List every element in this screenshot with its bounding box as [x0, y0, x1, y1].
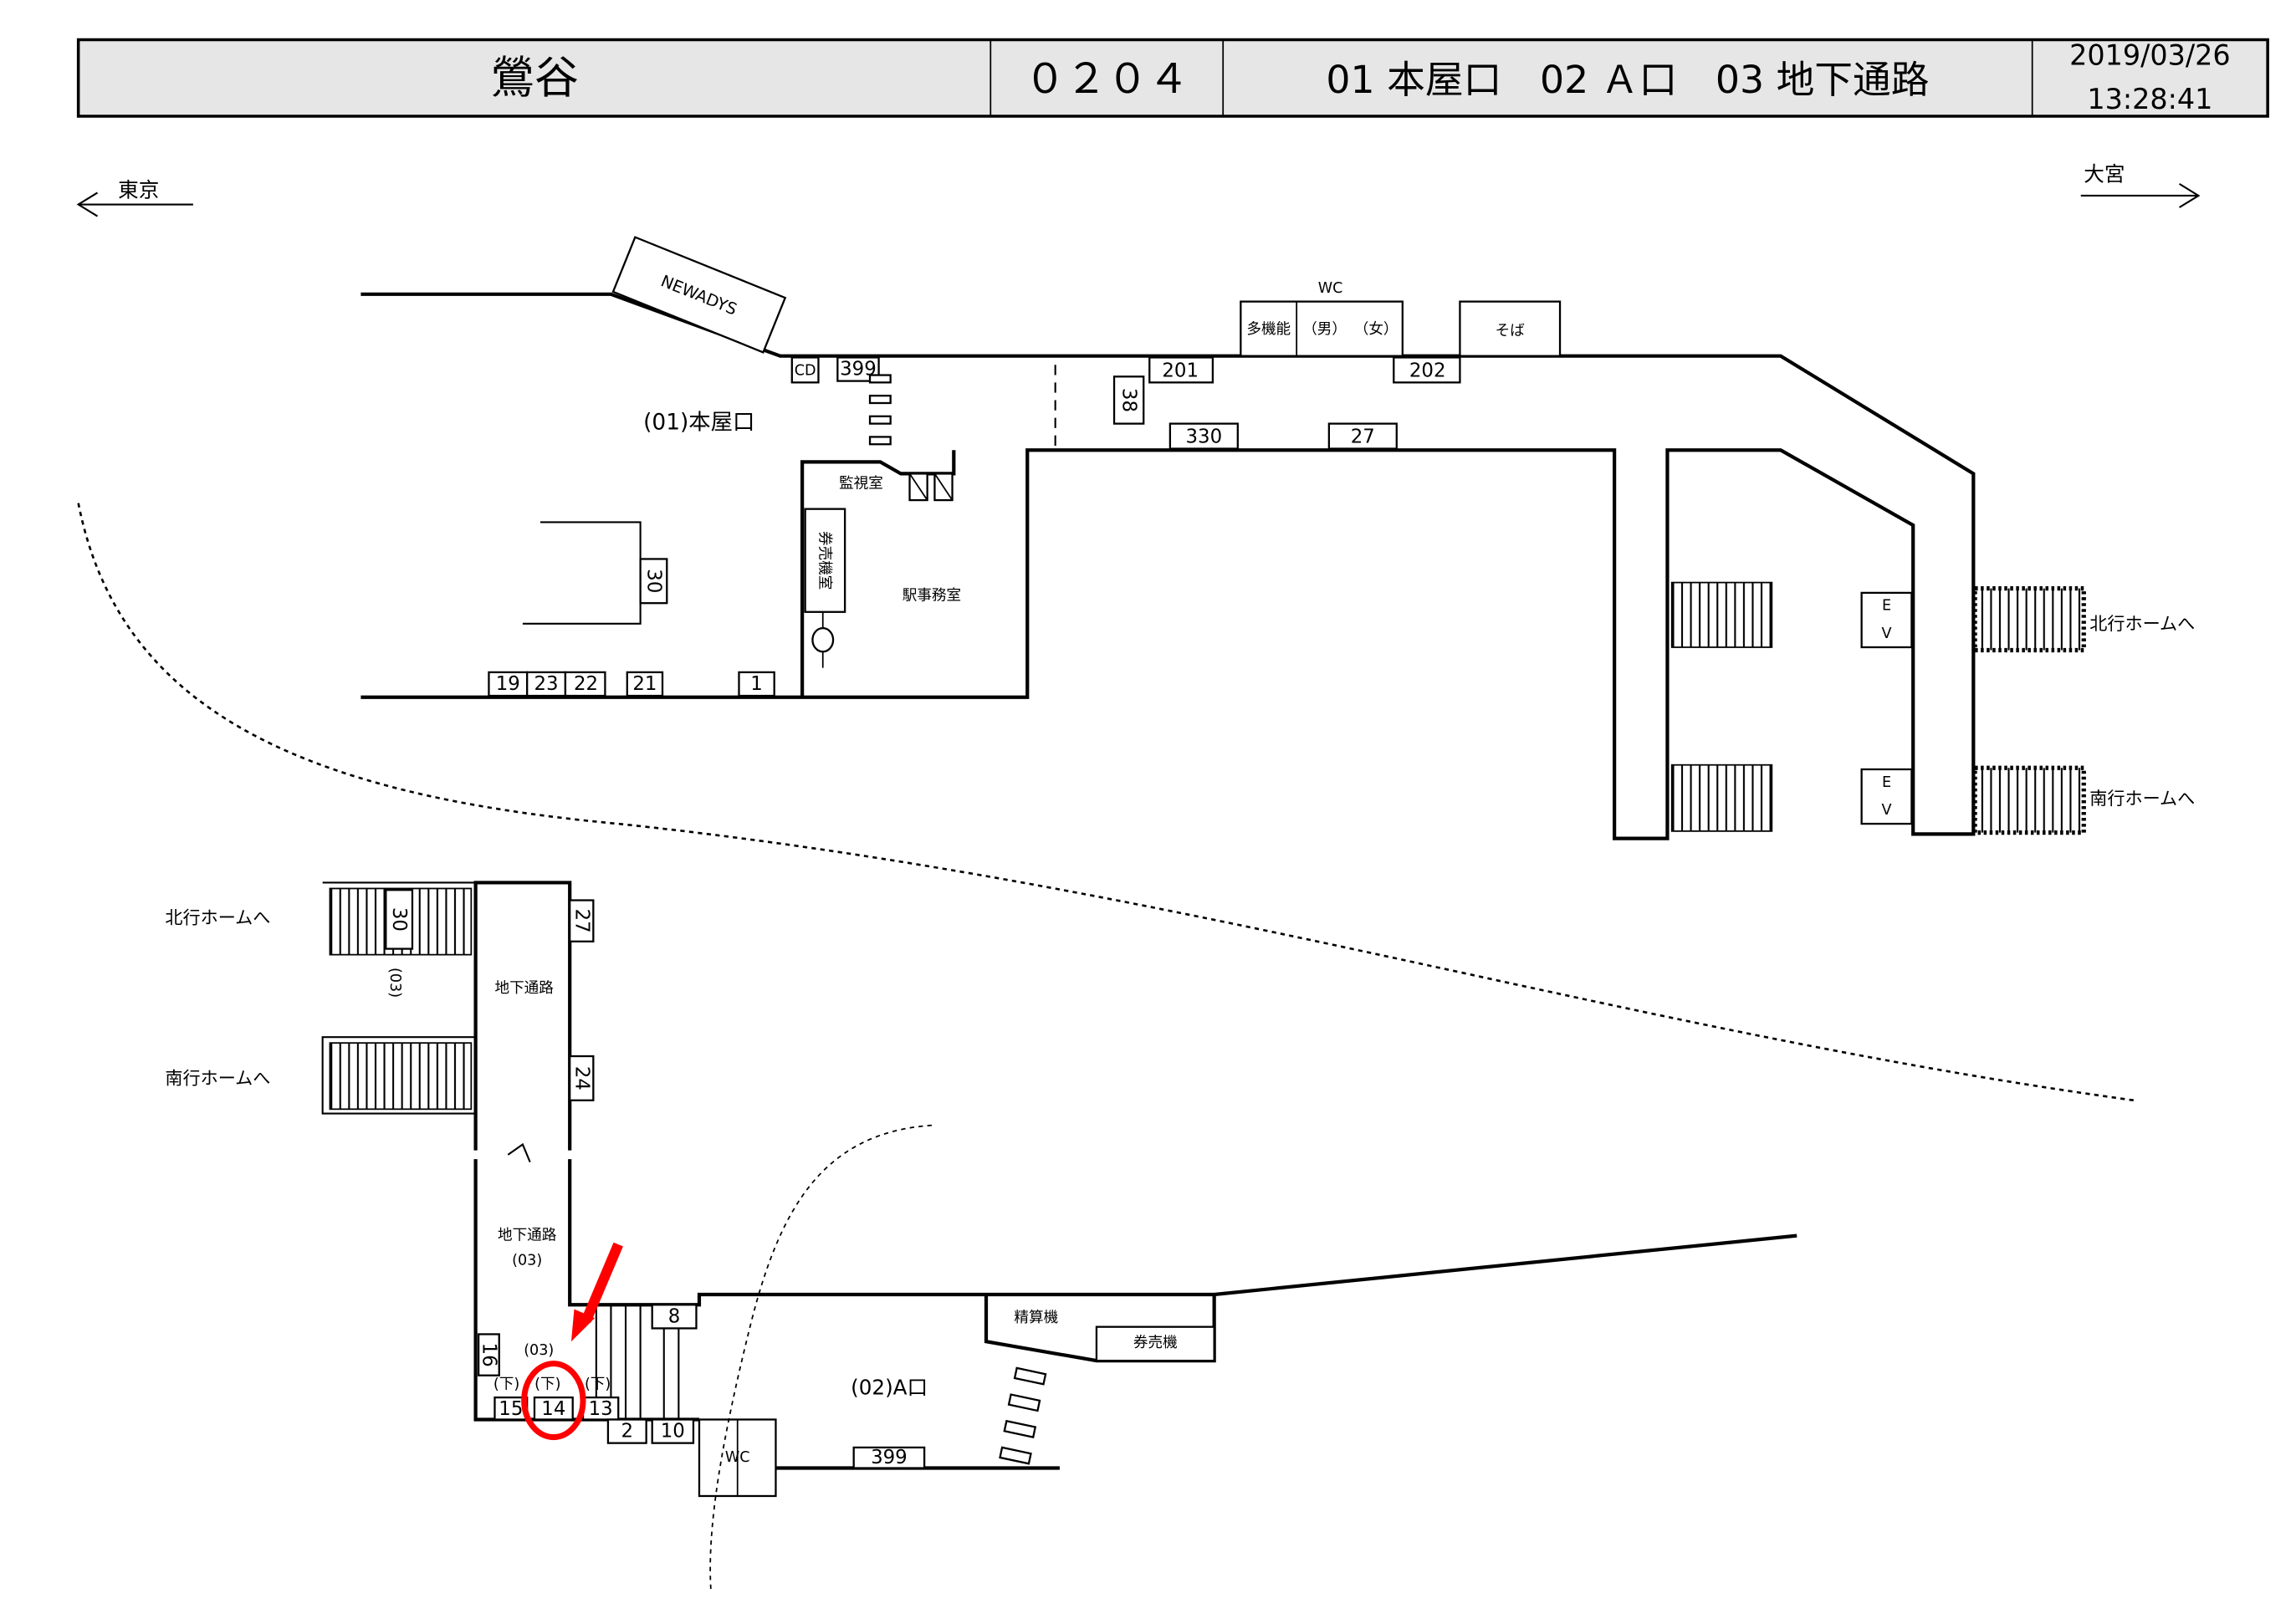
wc-label-lower: WC [725, 1449, 750, 1466]
map-label: 北行ホームへ [2089, 613, 2195, 634]
map-label: V [1882, 626, 1892, 642]
map-label: 38 [1118, 388, 1140, 412]
map-label: 多機能 [1246, 321, 1291, 338]
map-label: 15 [499, 1398, 523, 1420]
map-label: (下) [585, 1376, 611, 1392]
stairs [1972, 765, 2086, 835]
map-label: （女） [1354, 321, 1399, 338]
fare-adjust-machine: 精算機 [1014, 1310, 1058, 1326]
exit-02-label: (02)A口 [851, 1376, 928, 1400]
lower-area: 30 (03) 27 24 地下通路 北行ホームへ 南行ホームへ 地下通路 (0… [165, 881, 1797, 1592]
exit-01-label: (01)本屋口 [643, 411, 754, 436]
map-label: (下) [493, 1376, 519, 1392]
map-label: 24 [570, 1066, 592, 1090]
exit-list: 01 本屋口 02 Ａ口 03 地下通路 [1326, 58, 1929, 102]
wc-label: WC [1318, 280, 1343, 297]
map-label: E [1882, 774, 1891, 791]
station-office-label: 駅事務室 [903, 587, 961, 604]
stairs [1670, 581, 1773, 648]
direction-omiya-label: 大宮 [2084, 161, 2125, 186]
map-label: 22 [574, 673, 598, 695]
railway-curve [77, 503, 2135, 1102]
map-label: 19 [496, 673, 520, 695]
map-label: (03) [524, 1342, 554, 1359]
map-label: 21 [632, 673, 657, 695]
soba-shop: そば [1496, 323, 1526, 340]
stairs [1670, 763, 1773, 832]
map-label: 23 [534, 673, 558, 695]
map-label: (03) [386, 968, 403, 998]
map-label: 地下通路 [498, 1228, 557, 1244]
gate-markers [868, 374, 892, 446]
map-label: (03) [512, 1253, 542, 1269]
map-label: 14 [541, 1398, 565, 1420]
map-label: 30 [642, 569, 664, 593]
map-label: 2 [621, 1421, 634, 1443]
map-label: 地下通路 [495, 980, 555, 997]
map-label: (下) [534, 1376, 560, 1392]
map-label: 202 [1409, 360, 1446, 381]
map-label: 券売機室 [816, 531, 833, 590]
station-code: ０２０４ [1025, 54, 1189, 103]
ticket-machine: 券売機 [1133, 1335, 1178, 1351]
station-name: 鶯谷 [490, 53, 579, 104]
map-label: 南行ホームへ [2089, 788, 2195, 809]
newadys-shop: NEWADYS [611, 236, 787, 354]
map-label: E [1882, 598, 1891, 615]
map-label: 399 [871, 1447, 908, 1468]
direction-tokyo-label: 東京 [118, 178, 159, 202]
map-label: 1 [750, 673, 763, 695]
highlight-circle [521, 1361, 586, 1441]
map-label: 16 [478, 1343, 499, 1367]
map-label: 27 [1351, 426, 1375, 447]
stairs [329, 1042, 473, 1111]
stairs [1972, 585, 2086, 653]
direction-tokyo: 東京 [76, 178, 193, 217]
map-label: 30 [388, 907, 410, 932]
upper-concourse: NEWADYS CD 399 (01)本屋口 201 38 330 27 WC … [361, 236, 2195, 840]
time: 13:28:41 [2087, 83, 2212, 115]
map-label: 南行ホームへ [165, 1067, 270, 1088]
map-label: CD [795, 362, 816, 379]
highlight-arrow [570, 1242, 623, 1342]
map-label: 330 [1186, 426, 1223, 447]
map-label: 監視室 [839, 476, 883, 493]
map-label: 13 [589, 1398, 613, 1420]
map-label: 10 [661, 1421, 685, 1443]
header-bar: 鶯谷 ０２０４ 01 本屋口 02 Ａ口 03 地下通路 2019/03/26 … [76, 38, 2269, 118]
map-label: （男） [1302, 321, 1347, 338]
direction-omiya: 大宮 [2080, 161, 2201, 208]
map-label: 27 [570, 909, 592, 933]
date: 2019/03/26 [2069, 38, 2231, 71]
map-label: V [1882, 802, 1892, 819]
map-label: 北行ホームへ [165, 907, 270, 928]
map-label: 201 [1162, 360, 1199, 381]
map-label: 8 [668, 1305, 681, 1327]
boundary-curve [709, 1124, 932, 1592]
gate-markers [999, 1366, 1047, 1465]
